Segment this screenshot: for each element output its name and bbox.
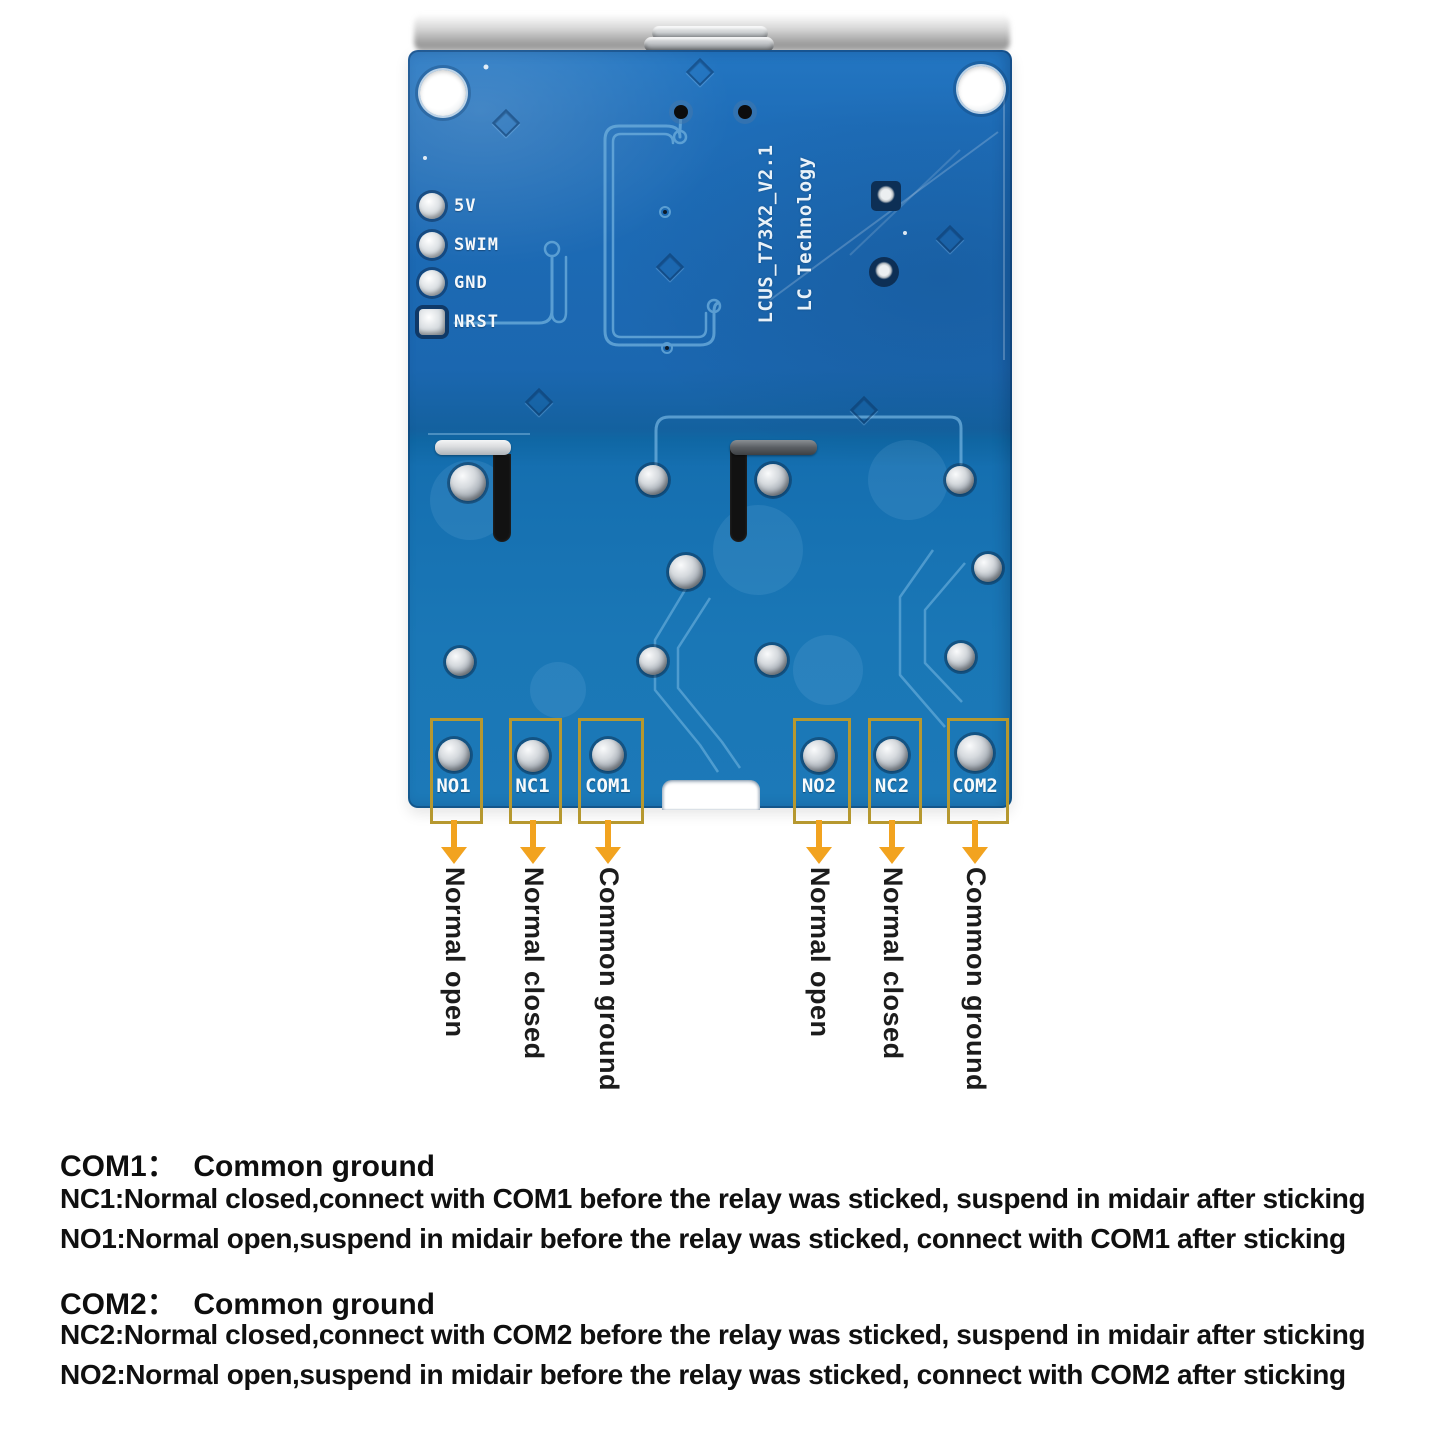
pin-pad-gnd [419, 270, 445, 296]
pin-label-gnd: GND [454, 273, 488, 293]
mounting-hole-top-left [420, 70, 466, 116]
terminal-silk-com1: COM1 [585, 775, 631, 797]
pin-label-5v: 5V [454, 196, 477, 216]
terminal-joint-com2 [957, 735, 993, 771]
terminal-silk-no1: NO1 [436, 775, 471, 797]
solder-joint [638, 465, 668, 495]
solder-joint [446, 648, 474, 676]
relay2-slot [730, 448, 747, 542]
solder-joint [669, 555, 703, 589]
mounting-hole-top-right [958, 66, 1004, 112]
pcb-traces [423, 64, 1005, 773]
description-line-nc2: NC2:Normal closed,connect with COM2 befo… [60, 1319, 1366, 1350]
pin-label-swim: SWIM [454, 235, 499, 255]
terminal-silk-com2: COM2 [952, 775, 998, 797]
description-heading-com2: COM2： Common ground [60, 1288, 435, 1321]
description-line-no1: NO1:Normal open,suspend in midair before… [60, 1223, 1346, 1254]
solder-joint [450, 465, 486, 501]
solder-joint [757, 464, 789, 496]
arrow-down-com1 [595, 820, 621, 864]
smd-pad-square [871, 181, 901, 211]
usb-connector [644, 24, 774, 54]
highlight-box-nc2 [868, 718, 922, 824]
pin-pad-nrst [419, 309, 445, 335]
via-hole [674, 105, 688, 119]
relay1-slot [493, 454, 511, 542]
highlight-box-no2 [793, 718, 851, 824]
highlight-box-com2 [947, 718, 1009, 824]
description-heading-com1: COM1： Common ground [60, 1150, 435, 1183]
board-edge-notch [662, 780, 760, 810]
arrow-down-no1 [441, 820, 467, 864]
pin-pad-swim [419, 232, 445, 258]
solder-joint [639, 647, 667, 675]
usb-connector-shell [644, 37, 774, 52]
relay-module-pcb: 5V SWIM GND NRST LCUS_T73X2_V2.1 LC Tech… [408, 50, 1012, 808]
solder-joint [757, 645, 787, 675]
terminal-joint-com1 [592, 739, 624, 771]
terminal-joint-no1 [438, 739, 470, 771]
meaning-label-nc2: Normal closed [878, 867, 908, 1060]
meaning-label-nc1: Normal closed [519, 867, 549, 1060]
terminal-silk-no2: NO2 [801, 775, 837, 797]
arrow-down-com2 [962, 820, 988, 864]
solder-joint [946, 466, 974, 494]
terminal-joint-no2 [803, 740, 835, 772]
relay2-metal-strap [730, 440, 817, 455]
solder-joint [947, 643, 975, 671]
highlight-box-no1 [430, 718, 483, 824]
pin-label-nrst: NRST [454, 312, 499, 332]
arrow-down-nc1 [520, 820, 546, 864]
relay1-metal-strap [435, 440, 511, 455]
via-hole [738, 105, 752, 119]
meaning-label-com2: Common ground [961, 867, 991, 1091]
meaning-label-no1: Normal open [440, 867, 470, 1038]
silkscreen-brand-text: LC Technology [794, 156, 816, 312]
terminal-silk-nc2: NC2 [874, 775, 910, 797]
terminal-silk-nc1: NC1 [515, 775, 550, 797]
description-line-no2: NO2:Normal open,suspend in midair before… [60, 1359, 1346, 1390]
terminal-joint-nc1 [517, 740, 549, 772]
highlight-box-nc1 [509, 718, 562, 824]
solder-joint [974, 554, 1002, 582]
highlight-box-com1 [578, 718, 644, 824]
smd-pad-round [869, 257, 899, 287]
silkscreen-model-text: LCUS_T73X2_V2.1 [755, 144, 777, 324]
arrow-down-nc2 [879, 820, 905, 864]
terminal-joint-nc2 [876, 739, 908, 771]
description-line-nc1: NC1:Normal closed,connect with COM1 befo… [60, 1183, 1366, 1214]
meaning-label-no2: Normal open [805, 867, 835, 1038]
usb-connector-tongue [652, 26, 768, 40]
pin-pad-5v [419, 193, 445, 219]
arrow-down-no2 [806, 820, 832, 864]
meaning-label-com1: Common ground [594, 867, 624, 1091]
